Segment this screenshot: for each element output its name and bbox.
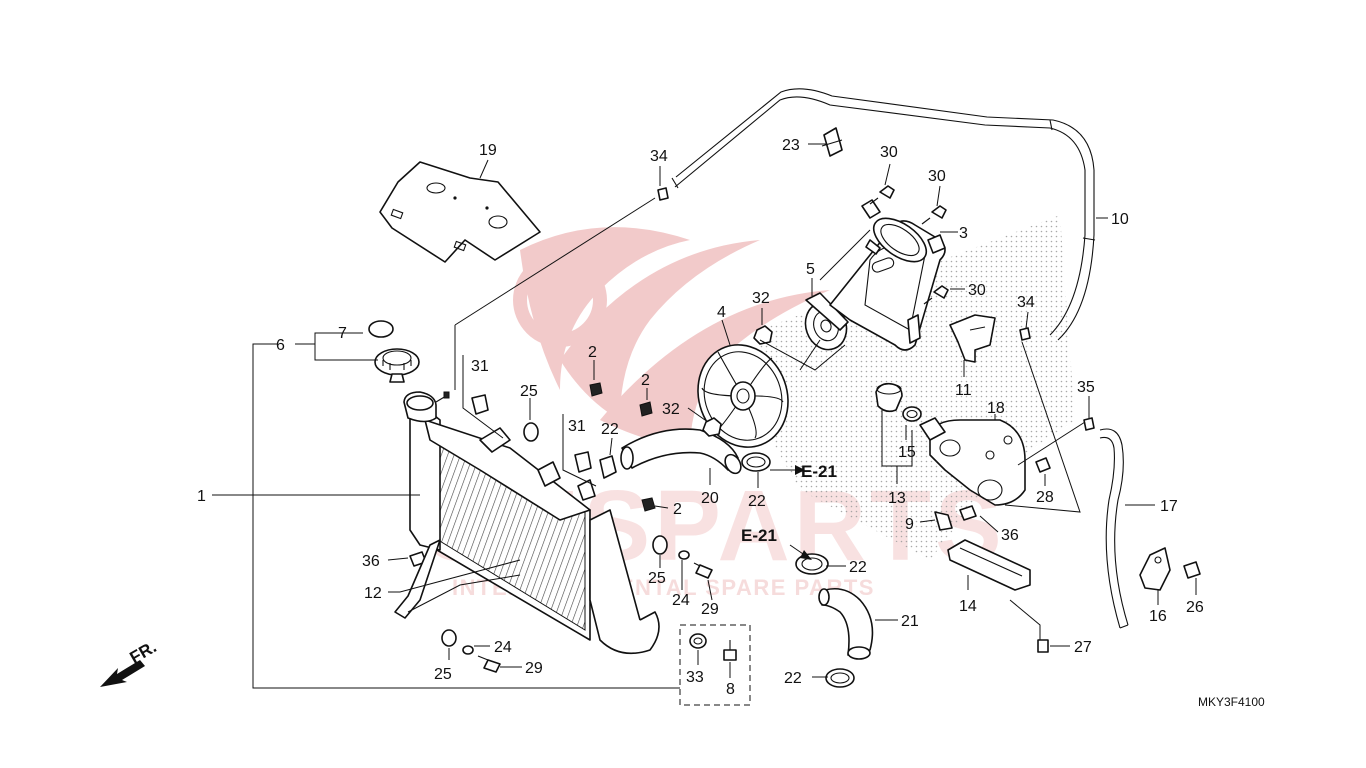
callout-10: 10 — [1111, 211, 1129, 228]
watermark-wing-logo — [513, 227, 830, 450]
callout-30: 30 — [880, 144, 898, 161]
callout-30: 30 — [968, 282, 986, 299]
callout-32: 32 — [662, 401, 680, 418]
callout-26: 26 — [1186, 599, 1204, 616]
callout-31: 31 — [471, 358, 489, 375]
callout-4: 4 — [717, 304, 726, 321]
e21-arrows — [795, 465, 812, 560]
fan-shroud-part-3 — [829, 199, 946, 351]
callout-numbers: 1 2 2 2 3 4 5 6 7 8 9 10 11 12 13 14 15 … — [197, 137, 1265, 709]
callout-12: 12 — [364, 585, 382, 602]
front-arrow-icon — [100, 660, 145, 687]
callout-27: 27 — [1074, 639, 1092, 656]
callout-15: 15 — [898, 444, 916, 461]
callout-16: 16 — [1149, 608, 1167, 625]
callout-1: 1 — [197, 488, 206, 505]
hose-clamp-part-22-bottom — [825, 668, 855, 688]
fan-motor-part-5 — [804, 292, 849, 351]
reference-e21-upper: E-21 — [801, 462, 837, 481]
callout-2: 2 — [641, 372, 650, 389]
hose-clamp-part-22 — [741, 452, 771, 472]
callout-32: 32 — [752, 290, 770, 307]
upper-hose-part-10 — [671, 88, 1096, 341]
callout-25: 25 — [648, 570, 666, 587]
e21-lower-arrow-icon — [800, 550, 812, 560]
small-hardware-parts — [394, 185, 1201, 673]
callout-35: 35 — [1077, 379, 1095, 396]
leader-lines — [212, 143, 1197, 706]
callout-2: 2 — [588, 344, 597, 361]
radiator-cap-part-6 — [374, 348, 420, 383]
shroud-plate-part-19 — [379, 161, 541, 263]
hose-clip-part-23 — [821, 127, 843, 157]
callout-7: 7 — [338, 325, 347, 342]
reservoir-bracket-part-11 — [949, 314, 996, 363]
callout-3: 3 — [959, 225, 968, 242]
callout-22: 22 — [849, 559, 867, 576]
callout-29: 29 — [701, 601, 719, 618]
callout-6: 6 — [276, 337, 285, 354]
coolant-hose-part-21 — [818, 587, 874, 660]
callout-22: 22 — [784, 670, 802, 687]
callout-28: 28 — [1036, 489, 1054, 506]
cap-seal-part-7 — [368, 320, 394, 338]
callout-25: 25 — [434, 666, 452, 683]
o-ring-part-15 — [902, 406, 922, 422]
callout-11: 11 — [955, 382, 972, 399]
callout-9: 9 — [905, 516, 914, 533]
callout-20: 20 — [701, 490, 719, 507]
front-label: FR. — [127, 637, 160, 667]
radiator-part-1 — [403, 391, 660, 655]
callout-24: 24 — [494, 639, 512, 656]
callout-24: 24 — [672, 592, 690, 609]
callout-22: 22 — [601, 421, 619, 438]
thermostat-housing-part-18 — [919, 417, 1026, 506]
callout-14: 14 — [959, 598, 977, 615]
siphon-hose-part-17 — [1099, 428, 1129, 629]
callout-2: 2 — [673, 501, 682, 518]
callout-21: 21 — [901, 613, 919, 630]
callout-23: 23 — [782, 137, 800, 154]
callout-36: 36 — [1001, 527, 1019, 544]
radiator-guard-part-14 — [947, 539, 1031, 591]
callout-30: 30 — [928, 168, 946, 185]
callout-33: 33 — [686, 669, 704, 686]
callout-36: 36 — [362, 553, 380, 570]
e21-upper-arrow-icon — [795, 465, 805, 475]
callout-22: 22 — [748, 493, 766, 510]
hose-joint-part-13 — [875, 382, 903, 413]
callout-29: 29 — [525, 660, 543, 677]
callout-34: 34 — [1017, 294, 1035, 311]
callout-18: 18 — [987, 400, 1005, 417]
callout-5: 5 — [806, 261, 815, 278]
callout-8: 8 — [726, 681, 735, 698]
hose-stay-part-16 — [1139, 547, 1171, 591]
callout-25: 25 — [520, 383, 538, 400]
hose-clamp-part-22-lower — [795, 553, 829, 575]
callout-31: 31 — [568, 418, 586, 435]
callout-13: 13 — [888, 490, 906, 507]
callout-34: 34 — [650, 148, 668, 165]
callout-17: 17 — [1160, 498, 1178, 515]
reference-e21-lower: E-21 — [741, 526, 777, 545]
coolant-hose-part-20 — [620, 428, 742, 475]
hose-clamp-part-22-left — [599, 455, 617, 479]
front-direction-indicator: FR. — [100, 637, 160, 687]
callout-19: 19 — [479, 142, 497, 159]
diagram-code: MKY3F4100 — [1198, 695, 1265, 709]
